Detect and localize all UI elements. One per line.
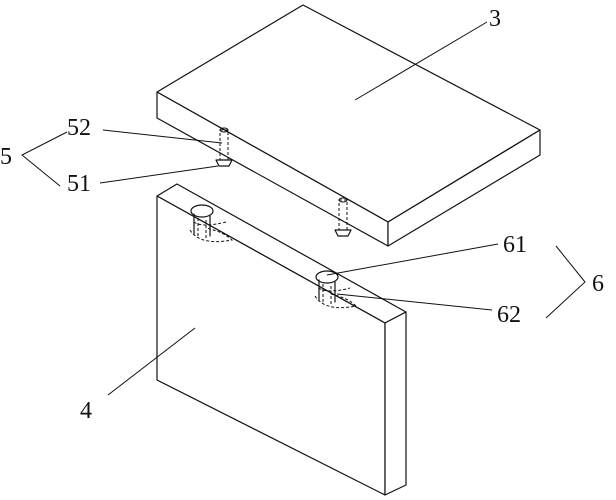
slot-left-socket: [189, 227, 234, 243]
slot-left-keyhole: [190, 204, 214, 218]
label-3: 3: [489, 6, 501, 32]
pin-left-head: [215, 159, 233, 167]
bracket-6: [545, 245, 586, 319]
leader-62: [336, 293, 493, 311]
slot-left-guides: [197, 218, 207, 238]
top-plate: [156, 4, 541, 247]
label-51: 51: [67, 171, 91, 197]
label-6: 6: [592, 271, 604, 297]
pin-left: [215, 127, 233, 167]
slot-left: [189, 204, 234, 243]
pin-right-head: [334, 229, 352, 237]
pin-left-top: [219, 127, 229, 133]
slot-left-walls: [193, 213, 211, 237]
pin-right: [334, 197, 352, 237]
label-62: 62: [497, 302, 521, 328]
slot-right: [314, 270, 358, 309]
leader-51: [99, 165, 219, 184]
label-4: 4: [80, 398, 92, 424]
leader-61: [326, 243, 499, 276]
slot-right-guides: [322, 284, 332, 304]
bracket-5: [21, 131, 68, 187]
slot-right-socket: [314, 293, 358, 309]
pin-right-top: [338, 197, 348, 203]
top-plate-right-face: [387, 129, 541, 247]
leader-4: [107, 327, 196, 396]
slot-right-walls: [318, 279, 336, 303]
slot-right-keyhole: [315, 270, 339, 284]
leader-lines: [21, 21, 586, 396]
leader-3: [354, 21, 488, 101]
bottom-plate: [156, 183, 407, 496]
leader-52: [102, 129, 223, 144]
label-52: 52: [67, 115, 91, 141]
label-61: 61: [503, 232, 527, 258]
labels: 3 4 5 52 51 6 61 62: [0, 6, 604, 424]
bottom-plate-right-face: [384, 311, 407, 496]
label-5: 5: [0, 144, 12, 170]
